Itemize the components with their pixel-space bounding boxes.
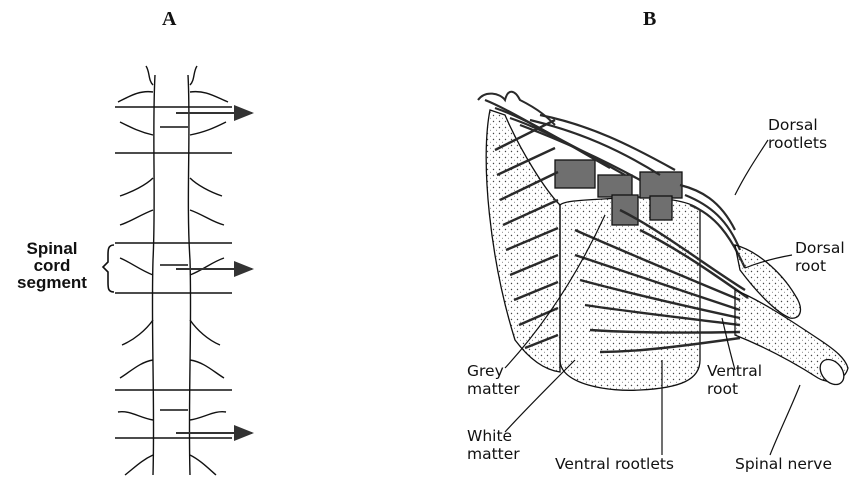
root-left-1 [118,92,153,102]
root-right-7 [190,320,220,345]
segment-bracket [103,245,114,292]
root-left-5 [120,210,153,225]
grey-block-1 [555,160,595,188]
root-right-1 [190,92,228,102]
root-left-9 [118,412,153,420]
leader-ventral-root [722,318,735,370]
leader-white-matter [505,360,575,432]
root-right-5 [190,210,224,225]
root-right-10 [190,455,216,475]
grey-block-3 [640,172,682,198]
grey-block-4 [612,195,638,225]
root-left-3 [120,122,153,135]
panel-b-drawing [478,92,849,455]
root-left-6 [120,258,153,275]
root-right-6 [190,258,224,275]
root-right-2 [190,66,197,85]
leader-spinal-nerve [770,385,800,455]
grey-block-5 [650,196,672,220]
leader-dorsal-rootlets [735,140,768,195]
root-left-10 [125,455,153,475]
root-left-8 [120,360,153,378]
panel-a-drawing [103,66,232,475]
grey-block-2 [598,175,632,197]
root-right-4 [190,178,222,196]
root-right-8 [190,360,224,378]
root-left-4 [120,178,153,196]
root-right-9 [190,412,226,420]
panel-a-arrows [176,113,252,433]
root-left-2 [146,66,153,85]
root-left-7 [122,320,153,345]
root-right-3 [190,122,226,135]
